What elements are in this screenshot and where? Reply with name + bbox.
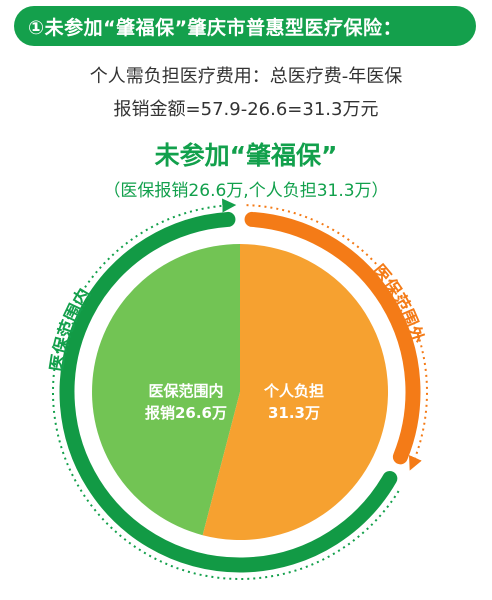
- outer-ring-orange: [244, 211, 421, 465]
- pie-slice-medical-insurance: [92, 244, 240, 536]
- chart-subtitle: （医保报销26.6万,个人负担31.3万）: [103, 181, 389, 201]
- dotted-arc-green: [52, 198, 400, 580]
- slice-value-medical-insurance: 报销26.6万: [145, 404, 227, 422]
- pie-slice-personal-burden: [202, 244, 389, 540]
- slice-label-personal-burden: 个人负担: [263, 382, 324, 400]
- slice-value-personal-burden: 31.3万: [268, 404, 320, 422]
- slice-label-medical-insurance: 医保范围内: [148, 382, 223, 400]
- explanation-line-2: 报销金额=57.9-26.6=31.3万元: [113, 99, 379, 120]
- section-banner: ①未参加“肇福保”肇庆市普惠型医疗保险：: [14, 6, 476, 46]
- banner-title: ①未参加“肇福保”肇庆市普惠型医疗保险：: [28, 16, 403, 39]
- explanation-line-1: 个人需负担医疗费用：总医疗费-年医保: [89, 66, 403, 87]
- outer-ring-green: [59, 211, 398, 573]
- chart-title: 未参加“肇福保”: [154, 141, 338, 170]
